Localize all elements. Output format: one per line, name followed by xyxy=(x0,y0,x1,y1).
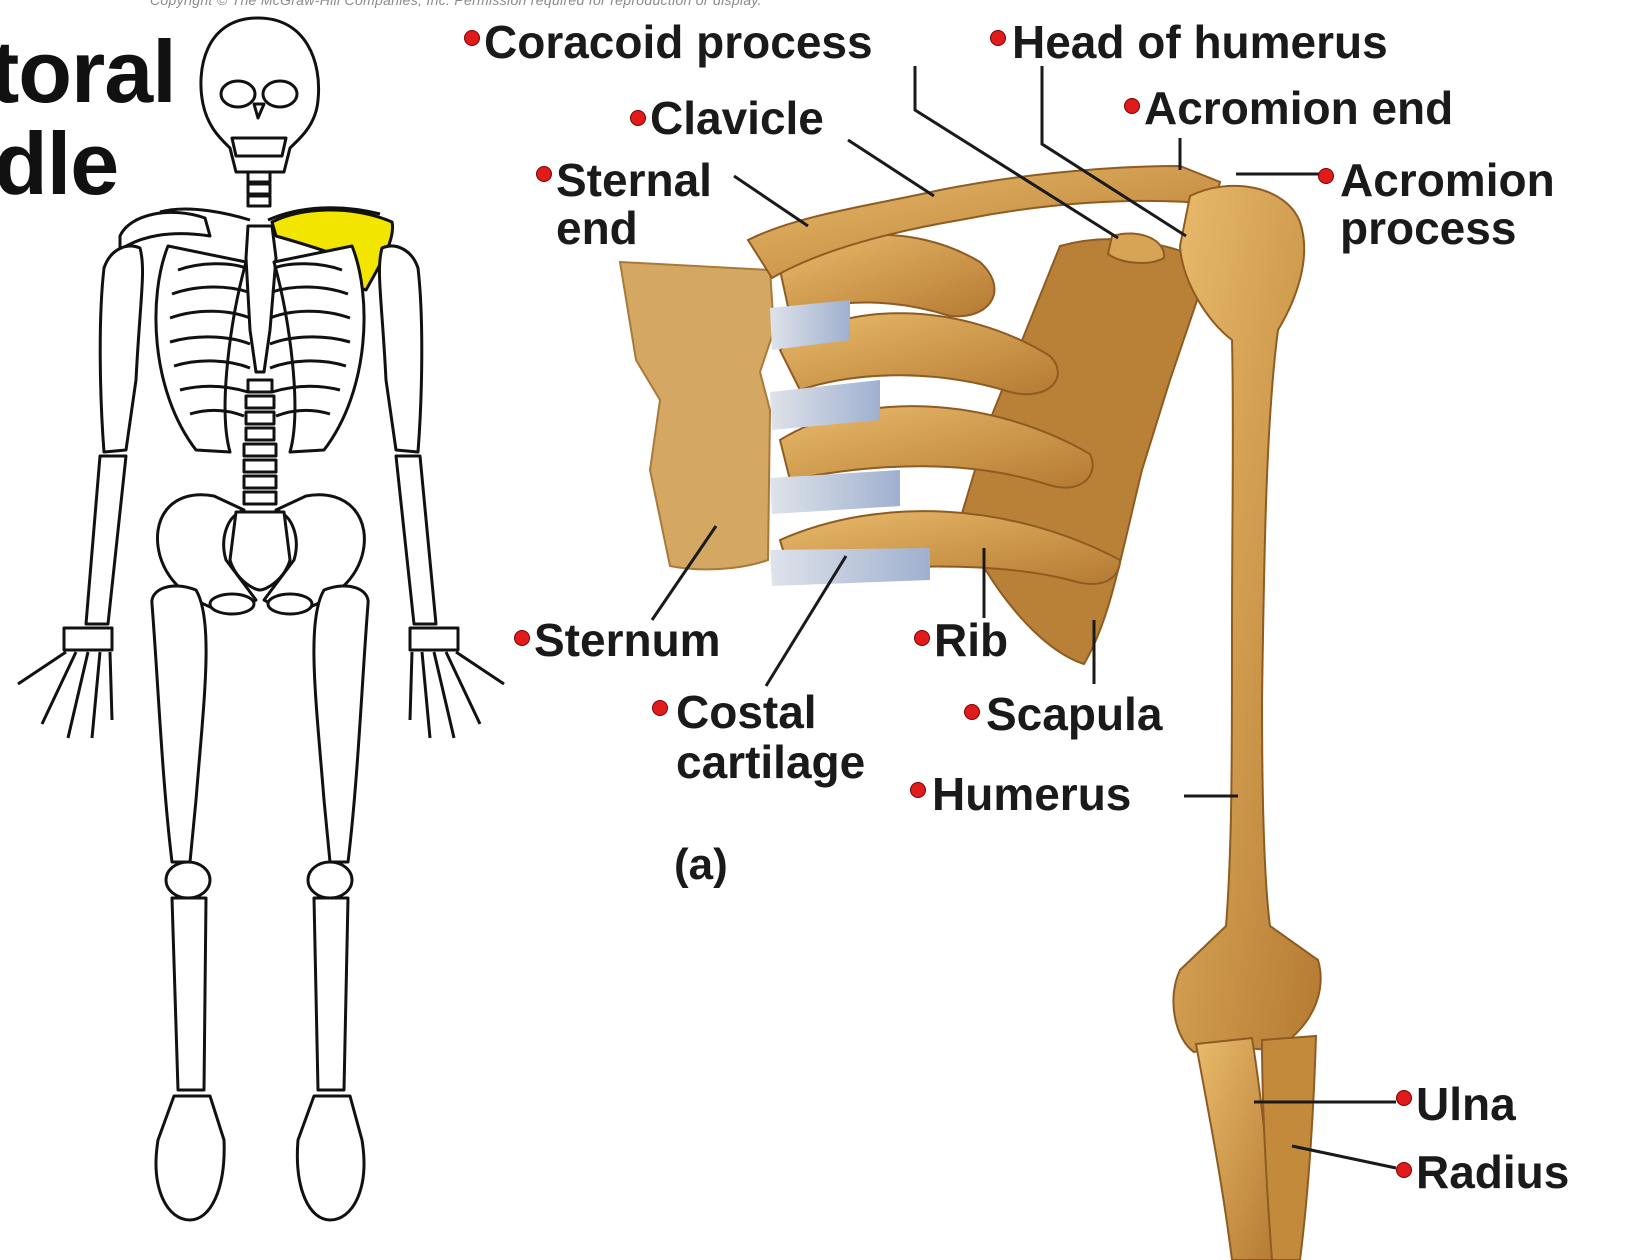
label-ulna: Ulna xyxy=(1416,1080,1516,1128)
marker-dot xyxy=(914,630,930,646)
marker-dot xyxy=(630,110,646,126)
marker-dot xyxy=(990,30,1006,46)
label-clavicle: Clavicle xyxy=(650,94,824,142)
label-head-of-humerus: Head of humerus xyxy=(1012,18,1388,66)
label-radius: Radius xyxy=(1416,1148,1569,1196)
label-rib: Rib xyxy=(934,616,1008,664)
label-costal-cartilage-line1: Costal xyxy=(676,688,817,736)
label-sternal-end-line1: Sternal xyxy=(556,156,712,204)
label-humerus: Humerus xyxy=(932,770,1131,818)
panel-label: (a) xyxy=(674,840,728,890)
marker-dot xyxy=(514,630,530,646)
marker-dot xyxy=(1318,168,1334,184)
label-acromion-process-line1: Acromion xyxy=(1340,156,1555,204)
humerus-bone xyxy=(1173,186,1320,1052)
marker-dot xyxy=(1124,98,1140,114)
marker-dot xyxy=(652,700,668,716)
marker-dot xyxy=(464,30,480,46)
label-coracoid-process: Coracoid process xyxy=(484,18,873,66)
label-sternal-end-line2: end xyxy=(556,204,638,252)
label-costal-cartilage-line2: cartilage xyxy=(676,738,865,786)
marker-dot xyxy=(910,782,926,798)
marker-dot xyxy=(1396,1162,1412,1178)
sternum-bone xyxy=(620,262,774,569)
marker-dot xyxy=(536,166,552,182)
marker-dot xyxy=(1396,1090,1412,1106)
label-sternum: Sternum xyxy=(534,616,721,664)
label-acromion-end: Acromion end xyxy=(1144,84,1453,132)
label-scapula: Scapula xyxy=(986,690,1162,738)
label-acromion-process-line2: process xyxy=(1340,204,1516,252)
marker-dot xyxy=(964,704,980,720)
